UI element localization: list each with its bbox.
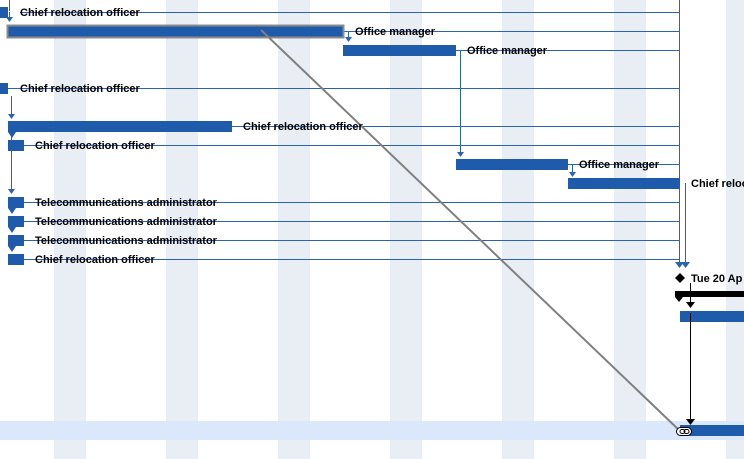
task-bar[interactable] [343,45,456,56]
task-resource-label: Office manager [355,26,436,38]
task-resource-label: Telecommunications administrator [35,216,217,228]
task-bar[interactable] [680,425,744,436]
nonworking-band [54,0,86,459]
task-bar[interactable] [0,83,8,94]
task-resource-label: Telecommunications administrator [35,235,217,247]
task-resource-label: Chief relocation officer [35,140,155,152]
selected-row-highlight [0,421,744,440]
task-bar[interactable] [8,235,24,246]
task-resource-label: Chief reloc [691,178,744,190]
drag-link-line [260,29,681,432]
summary-bar[interactable] [675,291,744,297]
task-bar-selected[interactable] [6,24,345,39]
nonworking-band [278,0,310,459]
task-bar[interactable] [568,178,680,189]
nonworking-band [390,0,422,459]
task-resource-label: Telecommunications administrator [35,197,217,209]
task-bar[interactable] [8,254,24,265]
milestone-diamond-icon[interactable] [675,273,685,283]
task-resource-label: Chief relocation officer [20,7,140,19]
milestone-date-label: Tue 20 Ap [691,273,743,285]
nonworking-band [502,0,534,459]
task-bar[interactable] [456,159,568,170]
task-resource-label: Chief relocation officer [243,121,363,133]
task-bar[interactable] [8,197,24,208]
nonworking-band [166,0,198,459]
nonworking-band [726,0,744,459]
task-bar[interactable] [8,216,24,227]
task-resource-label: Office manager [579,159,660,171]
link-icon [676,427,692,436]
task-bar[interactable] [8,121,232,132]
task-resource-label: Chief relocation officer [35,254,155,266]
task-bar[interactable] [680,311,744,322]
task-bar[interactable] [0,7,8,18]
task-resource-label: Chief relocation officer [20,83,140,95]
task-resource-label: Office manager [467,45,548,57]
task-bar[interactable] [8,140,24,151]
